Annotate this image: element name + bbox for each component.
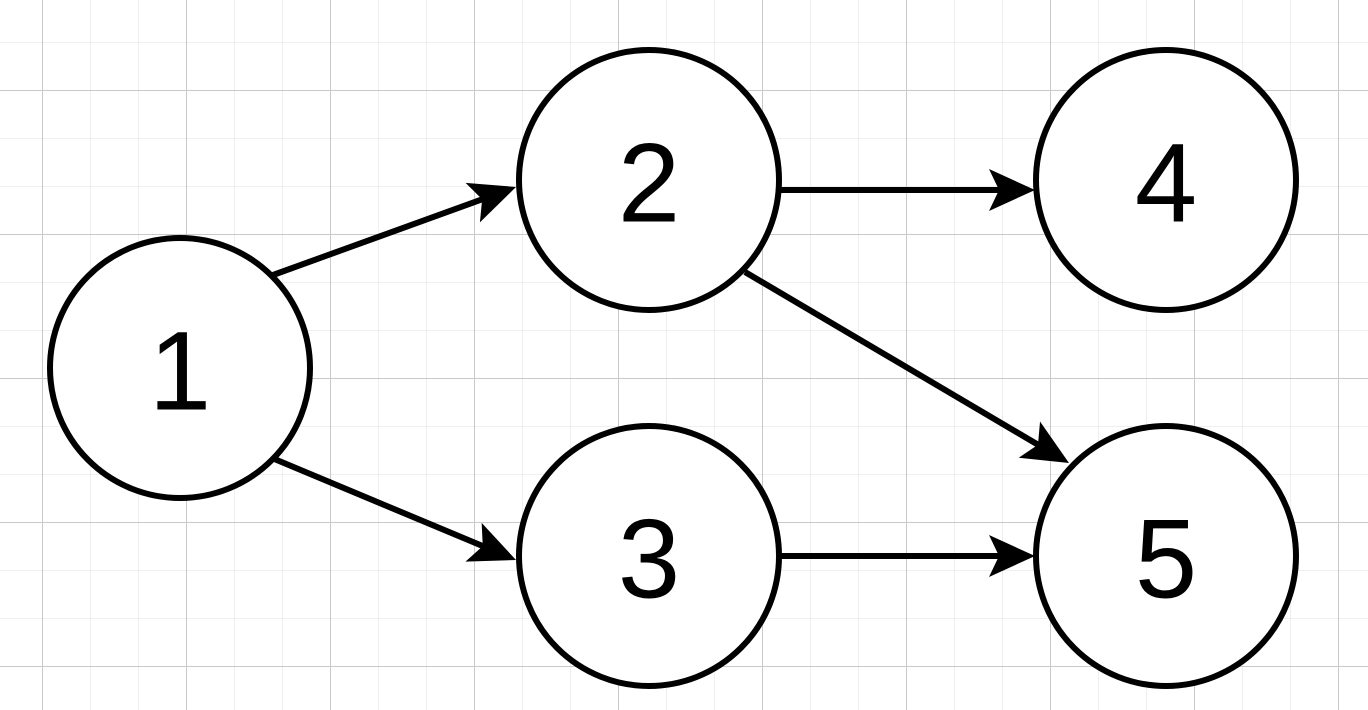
graph-edge-2-to-4[interactable]	[780, 169, 1035, 211]
node-shape	[516, 423, 782, 689]
edge-line	[270, 455, 488, 551]
graph-edge-3-to-5[interactable]	[780, 535, 1035, 577]
arrowhead-icon	[465, 522, 516, 562]
node-label: 3	[618, 497, 680, 622]
graph-node-1[interactable]: 1	[47, 235, 313, 501]
edges-layer	[270, 169, 1069, 577]
node-shape	[47, 235, 313, 501]
node-label: 4	[1135, 121, 1197, 246]
arrowhead-icon	[989, 169, 1035, 211]
node-shape	[516, 47, 782, 313]
node-shape	[1033, 423, 1299, 689]
graph-node-3[interactable]: 3	[516, 423, 782, 689]
graph-edge-1-to-2[interactable]	[271, 182, 516, 278]
graph-node-4[interactable]: 4	[1033, 47, 1299, 313]
edge-line	[271, 195, 487, 278]
arrowhead-icon	[989, 535, 1035, 577]
arrowhead-icon	[465, 182, 516, 223]
nodes-layer: 1 2 3 4 5	[47, 47, 1299, 689]
graph-node-5[interactable]: 5	[1033, 423, 1299, 689]
graph-edge-1-to-3[interactable]	[270, 455, 516, 562]
node-label: 2	[618, 121, 680, 246]
graph-node-2[interactable]: 2	[516, 47, 782, 313]
node-label: 1	[149, 309, 211, 434]
node-shape	[1033, 47, 1299, 313]
arrowhead-icon	[1018, 421, 1069, 463]
edge-line	[743, 269, 1043, 450]
node-label: 5	[1135, 497, 1197, 622]
graph-edge-2-to-5[interactable]	[743, 269, 1069, 463]
